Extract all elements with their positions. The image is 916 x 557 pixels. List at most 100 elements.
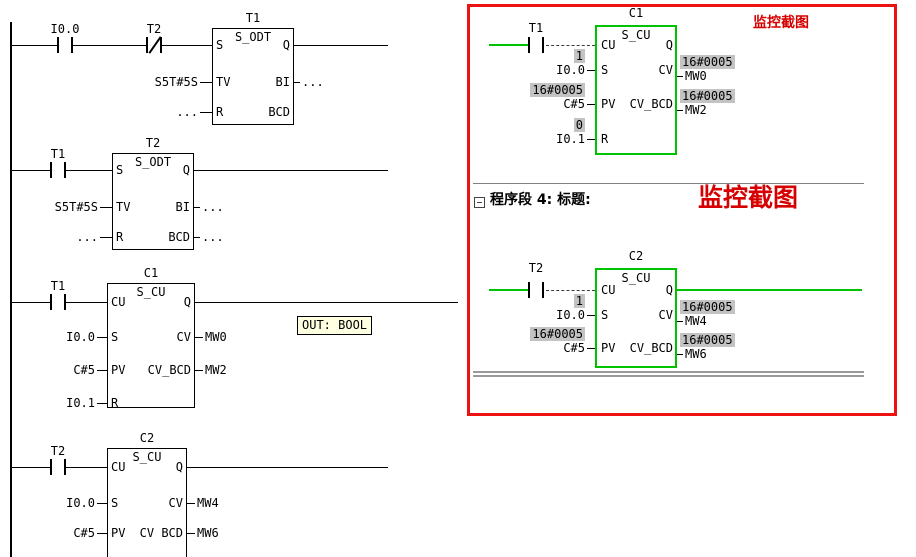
pin-cu: CU xyxy=(601,38,616,52)
no-contact-t2[interactable] xyxy=(50,459,66,475)
pin-cu: CU xyxy=(111,295,126,309)
wire xyxy=(587,139,595,140)
pin-s: S xyxy=(111,496,119,510)
block-type-label: S_CU xyxy=(132,450,162,464)
block-type-label: S_CU xyxy=(621,271,651,285)
tv-operand[interactable]: S5T#5S xyxy=(54,200,98,214)
cv-bcd-operand: MW2 xyxy=(685,103,707,117)
timer-block-t1[interactable] xyxy=(212,28,294,125)
pin-s: S xyxy=(601,63,609,77)
nc-contact-t2[interactable] xyxy=(146,36,162,54)
s-operand[interactable]: I0.0 xyxy=(66,496,95,510)
counter-block-c2[interactable] xyxy=(107,448,187,557)
wire xyxy=(194,207,200,208)
power-flow-wire xyxy=(489,44,528,46)
wire xyxy=(100,237,112,238)
pin-cv-bcd: CV BCD xyxy=(139,526,183,540)
pv-monitor-value: 16#0005 xyxy=(530,83,585,97)
bcd-placeholder-dots[interactable]: ... xyxy=(202,230,224,244)
inactive-wire xyxy=(546,290,595,291)
contact-label: T1 xyxy=(50,147,66,161)
pin-cv: CV xyxy=(176,330,191,344)
wire xyxy=(97,533,107,534)
block-title: T2 xyxy=(145,136,161,150)
pin-cv-bcd: CV_BCD xyxy=(629,97,673,111)
pin-q: Q xyxy=(183,295,191,309)
pin-cv: CV xyxy=(168,496,183,510)
pin-pv: PV xyxy=(111,363,126,377)
pin-r: R xyxy=(116,230,124,244)
wire xyxy=(587,348,595,349)
wire xyxy=(187,533,195,534)
wire xyxy=(187,503,195,504)
network-header: 程序段 4: 标题: xyxy=(490,192,591,208)
wire xyxy=(187,467,388,468)
wire xyxy=(677,354,683,355)
wire xyxy=(12,170,50,171)
pin-pv: PV xyxy=(111,526,126,540)
s-operand: I0.0 xyxy=(556,63,585,77)
pin-q: Q xyxy=(665,38,673,52)
timer-block-t2[interactable] xyxy=(112,153,194,250)
cv-bcd-operand[interactable]: MW6 xyxy=(197,526,219,540)
bi-placeholder-dots[interactable]: ... xyxy=(202,200,224,214)
bi-placeholder-dots[interactable]: ... xyxy=(302,75,324,89)
counter-block-c1[interactable] xyxy=(107,283,195,408)
wire xyxy=(294,45,388,46)
no-contact-t1[interactable] xyxy=(50,162,66,178)
splitter-line xyxy=(473,375,864,377)
power-flow-wire-q xyxy=(677,289,862,291)
wire xyxy=(195,370,203,371)
pin-cu: CU xyxy=(111,460,126,474)
pv-operand: C#5 xyxy=(563,97,585,111)
cv-operand[interactable]: MW4 xyxy=(197,496,219,510)
cv-operand[interactable]: MW0 xyxy=(205,330,227,344)
cv-bcd-monitor-value: 16#0005 xyxy=(680,89,735,103)
block-type-label: S_ODT xyxy=(134,155,172,169)
power-flow-wire xyxy=(489,289,528,291)
no-contact-t1 xyxy=(528,37,544,53)
pin-pv: PV xyxy=(601,341,616,355)
pin-tv: TV xyxy=(216,75,231,89)
block-title: C1 xyxy=(628,6,644,20)
pin-r: R xyxy=(216,105,224,119)
wire xyxy=(12,45,57,46)
cv-bcd-operand[interactable]: MW2 xyxy=(205,363,227,377)
pin-q: Q xyxy=(182,163,190,177)
pin-cu: CU xyxy=(601,283,616,297)
no-contact-t1[interactable] xyxy=(50,294,66,310)
tv-operand[interactable]: S5T#5S xyxy=(154,75,198,89)
wire xyxy=(677,110,683,111)
wire xyxy=(66,170,112,171)
watermark-label: 监控截图 xyxy=(753,15,809,31)
pv-operand: C#5 xyxy=(563,341,585,355)
wire xyxy=(200,112,212,113)
r-placeholder-dots[interactable]: ... xyxy=(76,230,98,244)
wire xyxy=(195,337,203,338)
pin-cv: CV xyxy=(658,308,673,322)
s-monitor-value: 1 xyxy=(573,294,585,308)
contact-label: T2 xyxy=(50,444,66,458)
annotation-red-box xyxy=(467,4,897,416)
wire xyxy=(677,76,683,77)
r-operand[interactable]: I0.1 xyxy=(66,396,95,410)
pv-operand[interactable]: C#5 xyxy=(73,363,95,377)
wire xyxy=(66,302,107,303)
pin-r: R xyxy=(601,132,609,146)
block-title: T1 xyxy=(245,11,261,25)
pin-r: R xyxy=(111,396,119,410)
no-contact-t2 xyxy=(528,282,544,298)
wire xyxy=(200,82,212,83)
no-contact-i0-0[interactable] xyxy=(57,37,73,53)
contact-label: T2 xyxy=(528,261,544,275)
splitter-line xyxy=(473,371,864,373)
r-placeholder-dots[interactable]: ... xyxy=(176,105,198,119)
pin-bcd: BCD xyxy=(168,230,190,244)
s-operand[interactable]: I0.0 xyxy=(66,330,95,344)
wire xyxy=(294,82,300,83)
block-title: C2 xyxy=(139,431,155,445)
pv-operand[interactable]: C#5 xyxy=(73,526,95,540)
cv-operand: MW0 xyxy=(685,69,707,83)
cv-bcd-operand: MW6 xyxy=(685,347,707,361)
